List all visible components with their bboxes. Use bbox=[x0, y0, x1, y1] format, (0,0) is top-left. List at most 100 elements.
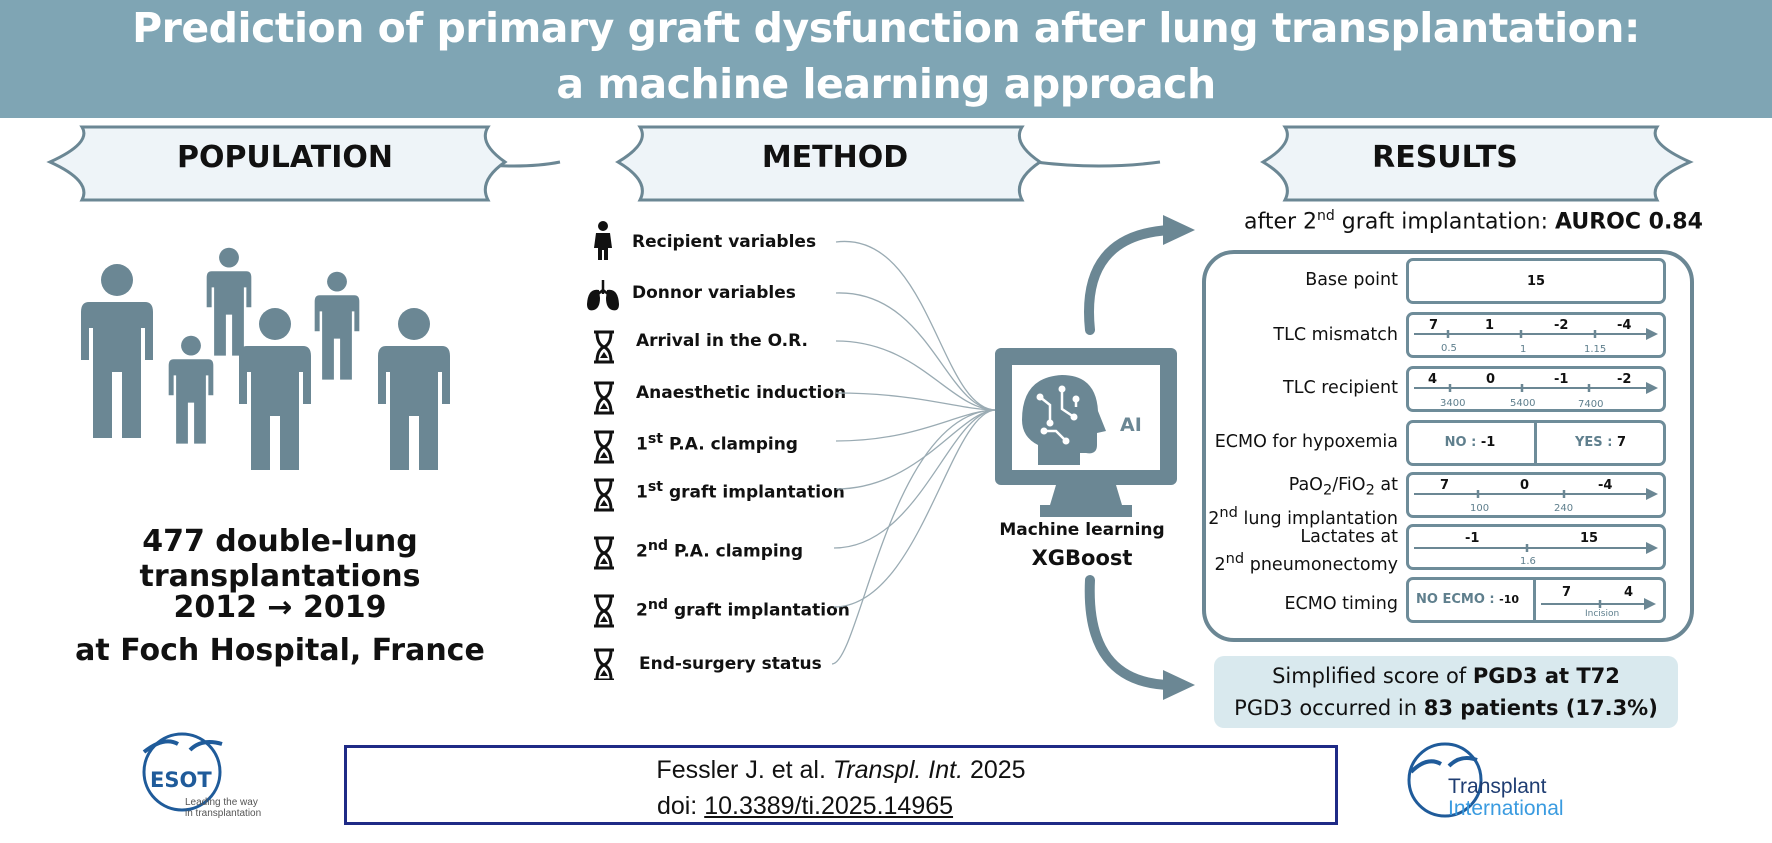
model-label-line1: Machine learning bbox=[999, 520, 1165, 540]
model-label-line2: XGBoost bbox=[1031, 546, 1133, 570]
hourglass-icon bbox=[594, 536, 614, 570]
lungs-icon bbox=[587, 280, 619, 311]
tlc-mismatch-point: -4 bbox=[1617, 318, 1632, 333]
scale-tlc-mismatch bbox=[1414, 328, 1658, 340]
lactates-point: -1 bbox=[1465, 531, 1480, 546]
tlc-mismatch-point: -2 bbox=[1554, 318, 1569, 333]
population-period: 2012 → 2019 bbox=[20, 590, 540, 625]
arrow-down-head-icon bbox=[1163, 670, 1195, 700]
ecmo-timing-point: 4 bbox=[1624, 585, 1634, 600]
people-group-icon bbox=[81, 247, 450, 470]
score-panel bbox=[1202, 250, 1694, 642]
title-line-2: a machine learning approach bbox=[556, 60, 1216, 108]
doi-link[interactable]: 10.3389/ti.2025.14965 bbox=[704, 792, 954, 820]
citation-box: Fessler J. et al. Transpl. Int. 2025 doi… bbox=[344, 745, 1338, 825]
tlc-mismatch-tick: 0.5 bbox=[1441, 343, 1457, 354]
pgd3-occurrence-line: PGD3 occurred in 83 patients (17.3%) bbox=[1234, 696, 1658, 720]
lactates-tick: 1.6 bbox=[1520, 556, 1536, 567]
person-icon bbox=[314, 271, 360, 380]
banner-results: RESULTS bbox=[1372, 140, 1518, 175]
scale-lactates bbox=[1414, 542, 1658, 554]
flow-arrows bbox=[1084, 215, 1195, 700]
period-end: 2019 bbox=[303, 590, 387, 625]
banner-results-shape bbox=[1260, 125, 1694, 202]
hourglass-icon bbox=[594, 430, 614, 464]
hourglass-icons bbox=[594, 330, 614, 680]
method-item-donor: Donnor variables bbox=[632, 283, 796, 303]
citation-line: Fessler J. et al. Transpl. Int. 2025 bbox=[656, 756, 1026, 784]
section-banners bbox=[46, 125, 1694, 202]
scale-tlc-recipient bbox=[1414, 382, 1658, 394]
person-icon bbox=[81, 264, 153, 438]
person-icon bbox=[378, 308, 450, 470]
pao2-tick: 100 bbox=[1470, 503, 1490, 514]
lactates-point: 15 bbox=[1580, 531, 1599, 546]
arrow-icon: → bbox=[267, 590, 293, 625]
pao2-point: -4 bbox=[1598, 478, 1613, 493]
ecmo-timing-tick: Incision bbox=[1585, 609, 1620, 619]
simplified-score-line: Simplified score of PGD3 at T72 bbox=[1272, 664, 1620, 688]
method-item-1st-implantation: 1st graft implantation bbox=[636, 479, 845, 503]
ai-badge: AI bbox=[1120, 414, 1142, 436]
hourglass-icon bbox=[594, 381, 614, 415]
label-lactates: Lactates at 2nd pneumonectomy bbox=[1214, 527, 1398, 575]
tlc-recipient-tick: 7400 bbox=[1578, 399, 1604, 410]
ecmo-divider bbox=[1534, 422, 1537, 464]
esot-logo-icon bbox=[142, 732, 223, 812]
method-item-arrival: Arrival in the O.R. bbox=[636, 331, 808, 351]
label-base-point: Base point bbox=[1305, 270, 1398, 290]
converging-lines bbox=[831, 240, 997, 665]
box-base-point bbox=[1406, 258, 1666, 304]
period-start: 2012 bbox=[173, 590, 257, 625]
label-ecmo-hypoxemia: ECMO for hypoxemia bbox=[1214, 432, 1398, 452]
method-item-1st-clamping: 1st P.A. clamping bbox=[636, 431, 798, 455]
arrow-up-head-icon bbox=[1163, 215, 1195, 245]
ai-head-icon bbox=[1022, 375, 1106, 465]
hourglass-icon bbox=[594, 594, 614, 628]
tlc-recipient-point: 4 bbox=[1428, 372, 1438, 387]
hourglass-icon bbox=[594, 330, 614, 364]
pao2-tick: 240 bbox=[1554, 503, 1574, 514]
base-point-value: 15 bbox=[1526, 274, 1546, 289]
person-icon bbox=[239, 308, 311, 470]
method-item-2nd-implantation: 2nd graft implantation bbox=[636, 597, 850, 621]
simplified-score-box: Simplified score of PGD3 at T72 PGD3 occ… bbox=[1214, 656, 1678, 728]
label-tlc-recipient: TLC recipient bbox=[1283, 378, 1398, 398]
method-item-induction: Anaesthetic induction bbox=[636, 383, 847, 403]
ti-logo-text: Transplant International bbox=[1448, 775, 1564, 820]
method-item-2nd-clamping: 2nd P.A. clamping bbox=[636, 538, 803, 562]
ai-computer-icon bbox=[995, 348, 1177, 517]
banner-population: POPULATION bbox=[176, 140, 394, 175]
doi-line: doi: 10.3389/ti.2025.14965 bbox=[347, 788, 1335, 824]
tlc-mismatch-tick: 1 bbox=[1520, 344, 1527, 355]
hourglass-icon bbox=[594, 478, 614, 512]
banner-method: METHOD bbox=[761, 140, 909, 175]
tlc-recipient-point: -2 bbox=[1617, 372, 1632, 387]
tlc-mismatch-point: 7 bbox=[1429, 318, 1439, 333]
scale-ecmo-timing bbox=[1541, 598, 1656, 610]
population-count: 477 double-lung transplantations bbox=[139, 524, 421, 594]
person-icon bbox=[206, 247, 252, 356]
tlc-mismatch-point: 1 bbox=[1485, 318, 1495, 333]
method-item-recipient: Recipient variables bbox=[632, 232, 817, 252]
box-ecmo-timing bbox=[1406, 577, 1666, 623]
pao2-point: 0 bbox=[1520, 478, 1530, 493]
esot-name: ESOT bbox=[150, 768, 212, 792]
ecmo-timing-point: 7 bbox=[1562, 585, 1572, 600]
ecmo-timing-divider bbox=[1533, 579, 1536, 621]
scale-pao2 bbox=[1414, 488, 1658, 500]
label-pao2: PaO2/FiO2 at 2nd lung implantation bbox=[1208, 475, 1398, 529]
auroc-value: AUROC 0.84 bbox=[1554, 209, 1703, 235]
banner-method-shape bbox=[615, 125, 1043, 202]
tlc-mismatch-tick: 1.15 bbox=[1584, 344, 1607, 355]
pao2-point: 7 bbox=[1440, 478, 1450, 493]
method-item-end-surgery: End-surgery status bbox=[639, 654, 822, 674]
hourglass-icon bbox=[594, 648, 614, 680]
tlc-recipient-point: 0 bbox=[1486, 372, 1496, 387]
person-icon bbox=[168, 335, 214, 444]
tlc-recipient-tick: 3400 bbox=[1440, 398, 1466, 409]
ecmo-timing-no: NO ECMO : -10 bbox=[1416, 592, 1519, 607]
method-icons bbox=[587, 221, 619, 680]
label-ecmo-timing: ECMO timing bbox=[1284, 594, 1398, 614]
